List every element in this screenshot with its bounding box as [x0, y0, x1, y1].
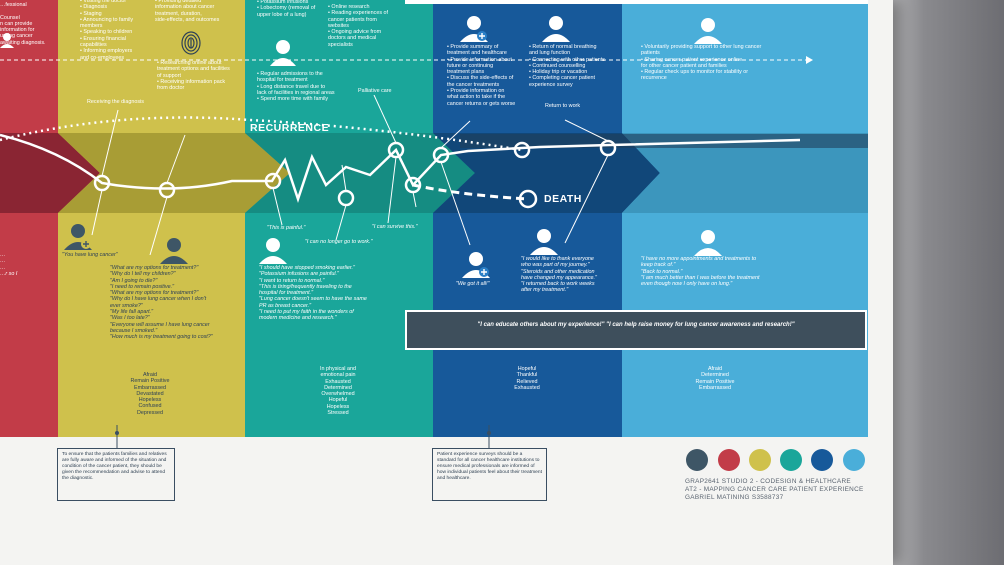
user-icon	[530, 229, 558, 255]
emotions-yellow: Afraid Remain Positive Embarrassed Devas…	[130, 372, 170, 416]
credits: GRAP2641 STUDIO 2 - CODESIGN & HEALTHCAR…	[685, 478, 864, 502]
return-to-work-label: Return to work	[545, 103, 581, 109]
quote-blue: "I would like to thank everyone who was …	[521, 256, 597, 294]
user-icon	[0, 33, 14, 48]
stage-column-yellow	[58, 0, 245, 437]
stage-blue-summary: • Provide summary of treatment and healt…	[447, 44, 516, 107]
user-plus-icon	[64, 224, 92, 250]
user-icon	[270, 40, 296, 66]
quote-painful: "This is painful."	[267, 225, 306, 231]
swatch-red	[718, 449, 740, 471]
emotions-blue: Hopeful Thankful Relieved Exhausted	[514, 366, 540, 391]
user-plus-icon	[462, 252, 490, 278]
stage-yellow-research: • Researching online about treatment opt…	[157, 60, 230, 92]
dashed-separator	[0, 56, 813, 64]
user-icon	[259, 238, 287, 264]
stage-column-teal	[245, 0, 433, 437]
recommendation-note-right: Patient experience surveys should be a s…	[432, 448, 547, 501]
top-strip	[405, 0, 868, 4]
quote-sky: "I have no more appointments and treatme…	[641, 256, 760, 288]
credit-line-course: GRAP2641 STUDIO 2 - CODESIGN & HEALTHCAR…	[685, 478, 851, 485]
receiving-diagnosis-label: Receiving the diagnosis	[87, 99, 144, 105]
recommendation-note-left: To ensure that the patients families and…	[57, 448, 175, 501]
swatch-blue	[811, 449, 833, 471]
quote-yellow: "What are my options for treatment?" "Wh…	[110, 265, 213, 341]
quote-no-longer-work: "I can no longer go to work."	[305, 239, 373, 245]
stage-teal-admissions: • Regular admissions to the hospital for…	[257, 71, 335, 103]
stage-column-blue	[433, 0, 622, 437]
palliative-care-label: Palliative care	[358, 88, 392, 94]
user-icon	[694, 18, 722, 44]
stage-yellow-info: • Providing detailed information about c…	[155, 0, 220, 23]
swatch-sky	[843, 449, 865, 471]
swatch-slate	[686, 449, 708, 471]
stage-yellow-activities: • Visiting the doctor • Diagnosis • Stag…	[80, 0, 134, 61]
swatch-yellow	[749, 449, 771, 471]
credit-line-author: GABRIEL MATINING S3588737	[685, 494, 784, 501]
user-icon	[542, 16, 570, 42]
timeline-graph	[0, 95, 801, 255]
swatch-teal	[780, 449, 802, 471]
quote-survive: "I can survive this."	[372, 224, 418, 230]
quote-red: … … … …r so I	[0, 252, 18, 277]
death-label: DEATH	[544, 193, 582, 205]
quote-teal: "I should have stopped smoking earlier."…	[259, 265, 367, 322]
quote-we-got-it: "We got it all!"	[456, 281, 490, 287]
fingerprint-icon	[181, 31, 201, 55]
stage-sky-support: • Voluntarily providing support to other…	[641, 44, 762, 82]
journey-map-poster: RECURRENCE DEATH Receiving the diagnosis…	[0, 0, 893, 565]
advocacy-callout: "I can educate others about my experienc…	[405, 310, 867, 350]
recurrence-label: RECURRENCE	[250, 122, 330, 134]
quote-you-have-lung-cancer: "You have lung cancer"	[62, 252, 118, 258]
emotions-teal: In physical and emotional pain Exhausted…	[320, 366, 356, 417]
user-icon	[160, 238, 188, 264]
credit-line-assignment: AT2 - MAPPING CANCER CARE PATIENT EXPERI…	[685, 486, 864, 493]
journey-band	[0, 133, 868, 213]
note-connectors	[115, 425, 491, 449]
user-icon	[694, 230, 722, 256]
emotions-sky: Afraid Determined Remain Positive Embarr…	[695, 366, 735, 391]
stage-column-sky	[622, 0, 868, 437]
stage-teal-treatment: • Potassium infusions • Lobectomy (remov…	[257, 0, 316, 18]
user-plus-icon	[460, 16, 488, 42]
stage-blue-recovery: • Return of normal breathing and lung fu…	[529, 44, 605, 88]
stage-column-red	[0, 0, 58, 437]
stage-teal-research: • Online research • Reading experiences …	[328, 4, 389, 48]
